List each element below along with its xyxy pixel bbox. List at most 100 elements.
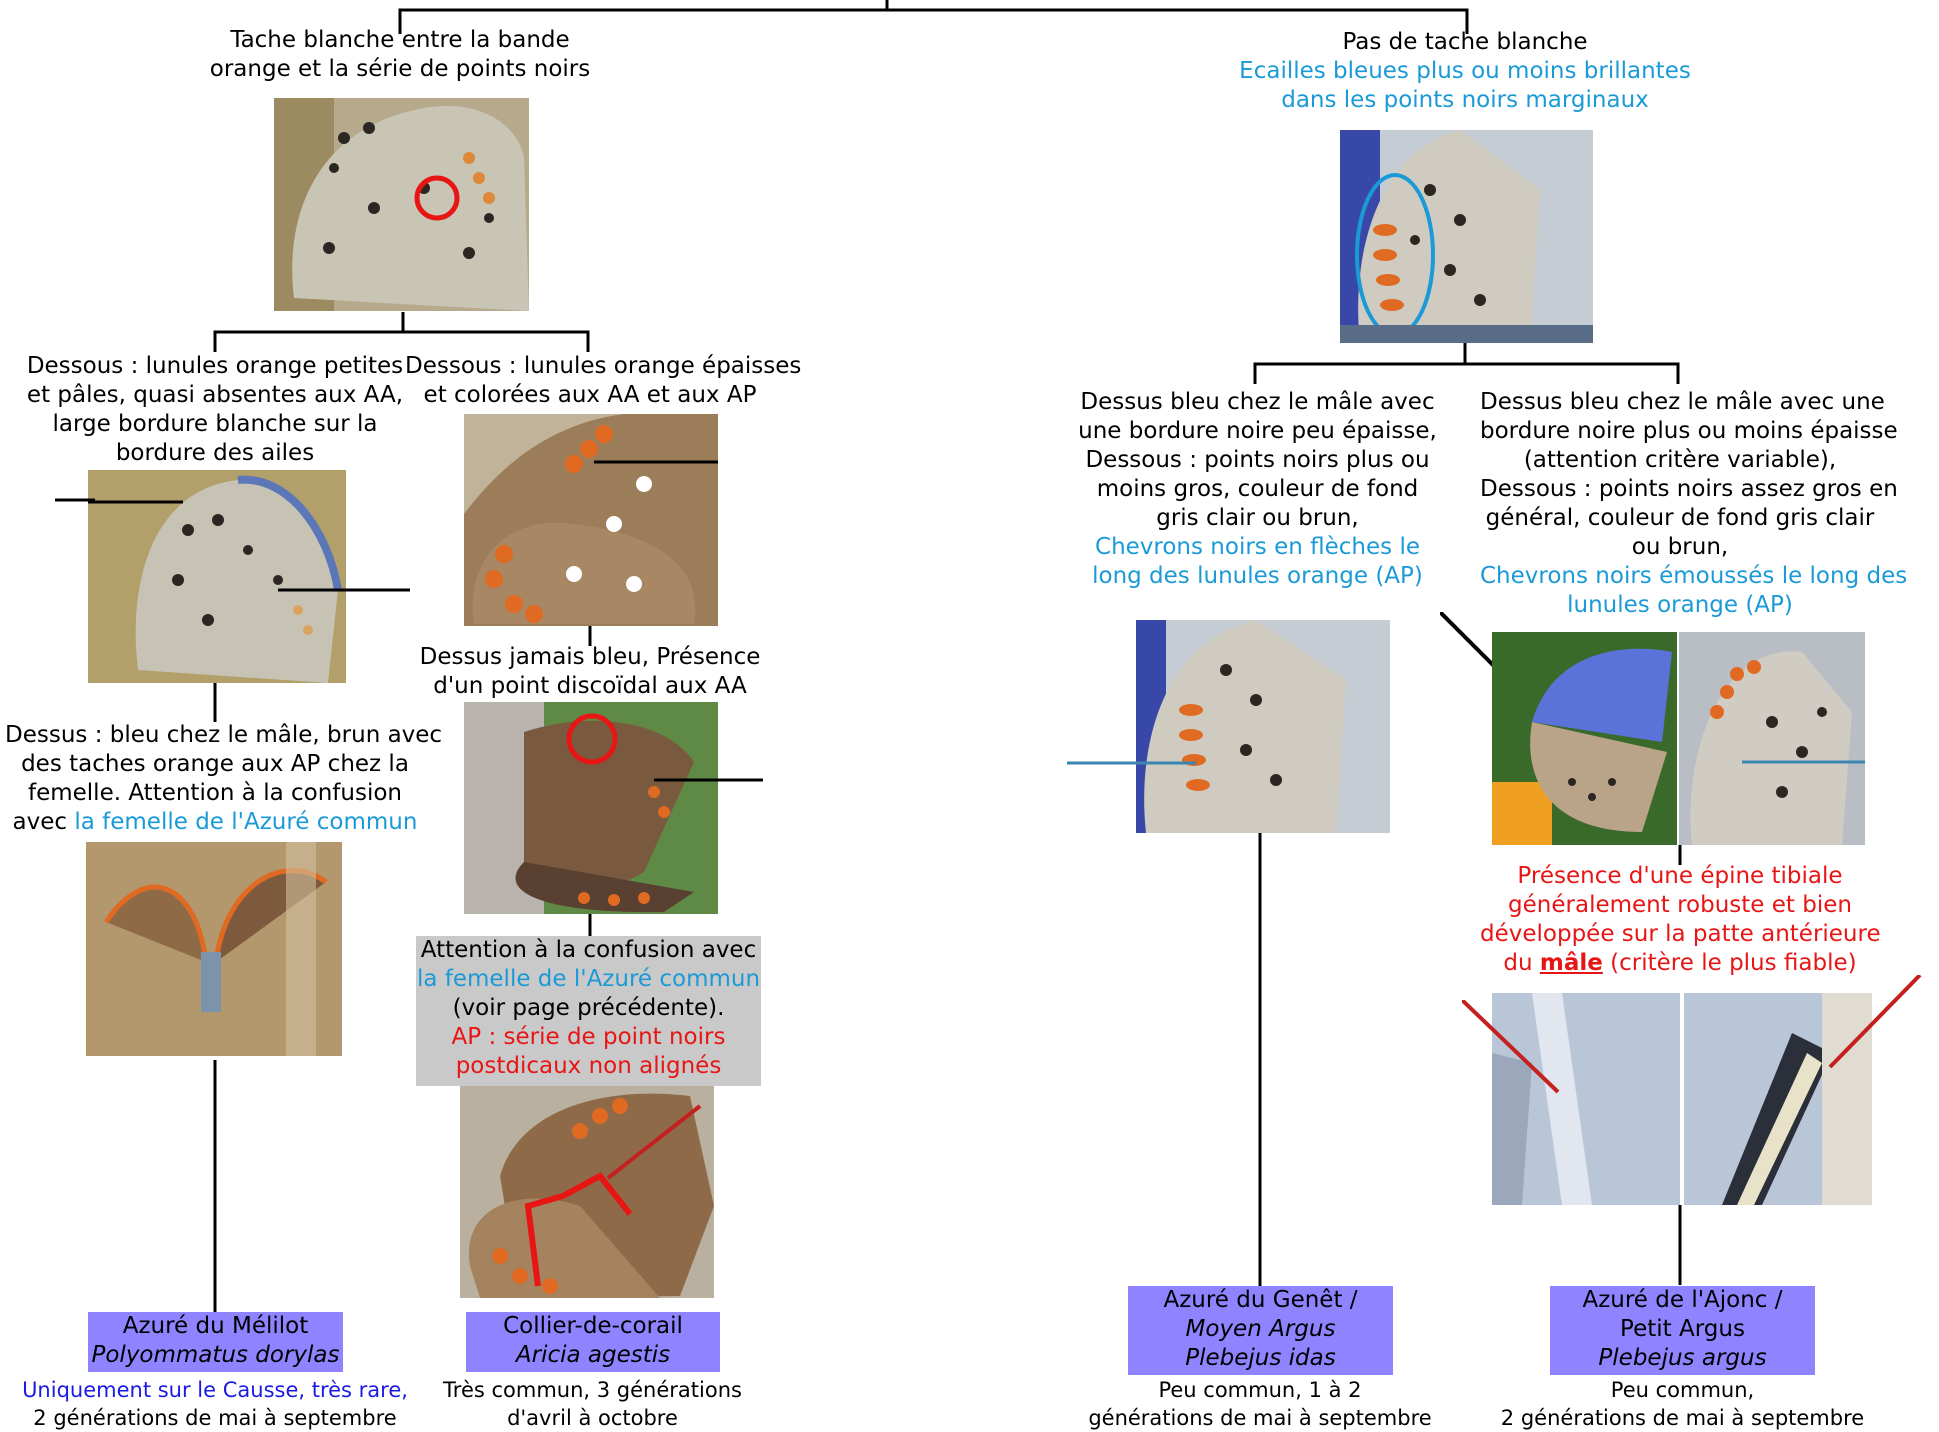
idas-arrow xyxy=(1067,761,1137,765)
agestis-common-name: Collier-de-corail xyxy=(503,1313,683,1339)
agestis-warning-box: Attention à la confusion avec la femelle… xyxy=(416,936,761,1086)
blue-scales-photo xyxy=(1340,130,1593,343)
warning-red-line-1: AP : série de point noirs xyxy=(451,1024,726,1050)
agestis-underside-text: Dessous : lunules orange épaisses et col… xyxy=(405,352,802,410)
agestis-upperside-text: Dessus jamais bleu, Présence d'un point … xyxy=(405,643,775,701)
melilot-note-line-2: 2 générations de mai à septembre xyxy=(33,1406,397,1430)
left-title-line-1: Tache blanche entre la bande xyxy=(230,27,570,53)
melilot-underside-line-3: large bordure blanche sur la xyxy=(52,411,378,437)
idas-text-line-5: gris clair ou brun, xyxy=(1156,505,1359,531)
argus-text-blue-line-1: Chevrons noirs émoussés le long des xyxy=(1480,563,1908,589)
melilot-note-line-1: Uniquement sur le Causse, très rare, xyxy=(22,1378,408,1402)
melilot-common-name: Azuré du Mélilot xyxy=(122,1313,309,1339)
argus-text-blue-line-2: lunules orange (AP) xyxy=(1567,592,1793,618)
tibial-line-1: Présence d'une épine tibiale xyxy=(1517,863,1843,889)
argus-common-name: Azuré de l'Ajonc / xyxy=(1582,1287,1783,1313)
idas-text-line-3: Dessous : points noirs plus ou xyxy=(1085,447,1430,473)
idas-text-line-2: une bordure noire peu épaisse, xyxy=(1078,418,1437,444)
idas-text-line-4: moins gros, couleur de fond xyxy=(1096,476,1419,502)
idas-text-blue-line-2: long des lunules orange (AP) xyxy=(1092,563,1423,589)
argus-text-line-5: général, couleur de fond gris clair xyxy=(1485,505,1875,531)
root-connector xyxy=(398,8,1469,34)
butterfly-melilot-underside-image xyxy=(88,470,346,683)
argus-text-line-2: bordure noire plus ou moins épaisse xyxy=(1480,418,1898,444)
argus-note-line-1: Peu commun, xyxy=(1610,1378,1755,1402)
argus-photo-pair xyxy=(1492,632,1865,845)
postdiscal-line xyxy=(524,1172,633,1287)
argus-note: Peu commun, 2 générations de mai à septe… xyxy=(1500,1376,1865,1432)
melilot-upperside-line-1: Dessus : bleu chez le mâle, brun avec xyxy=(5,722,443,748)
melilot-upperside-line-4: avec xyxy=(12,809,75,835)
agestis-name-box: Collier-de-corail Aricia agestis xyxy=(466,1312,720,1372)
argus-note-line-2: 2 générations de mai à septembre xyxy=(1500,1406,1865,1430)
butterfly-white-spot-image xyxy=(274,98,529,311)
idas-note-line-1: Peu commun, 1 à 2 xyxy=(1158,1378,1362,1402)
argus-text-line-6: ou brun, xyxy=(1631,534,1729,560)
butterfly-blue-scales-image xyxy=(1340,130,1593,343)
butterfly-idas-underside-image xyxy=(1136,620,1390,833)
right-branch-title: Pas de tache blanche Ecailles bleues plu… xyxy=(1220,28,1710,115)
melilot-name-box: Azuré du Mélilot Polyommatus dorylas xyxy=(88,1312,343,1372)
warning-line-1: Attention à la confusion avec xyxy=(420,937,757,963)
butterfly-melilot-upperside-image xyxy=(86,842,342,1056)
idas-name-box: Azuré du Genêt / Moyen Argus Plebejus id… xyxy=(1128,1286,1393,1375)
white-spot-photo xyxy=(274,98,529,311)
melilot-scientific-name: Polyommatus dorylas xyxy=(91,1342,340,1368)
right-title-blue-line-2: dans les points noirs marginaux xyxy=(1281,87,1649,113)
agestis-arrow xyxy=(718,778,763,782)
argus-scientific-name: Plebejus argus xyxy=(1598,1345,1767,1371)
left-split-connector xyxy=(213,312,590,352)
tibial-male-word: mâle xyxy=(1539,950,1603,976)
left-branch-title: Tache blanche entre la bande orange et l… xyxy=(200,26,600,84)
butterfly-agestis-upperside-image xyxy=(464,702,718,914)
argus-text-line-1: Dessus bleu chez le mâle avec une xyxy=(1480,389,1885,415)
melilot-underside-text: Dessous : lunules orange petites et pâle… xyxy=(20,352,410,468)
tibial-line-4-post: (critère le plus fiable) xyxy=(1602,950,1857,976)
idas-underside-photo xyxy=(1136,620,1390,833)
argus-common-name-2: Petit Argus xyxy=(1620,1316,1745,1342)
melilot-upperside-text: Dessus : bleu chez le mâle, brun avec de… xyxy=(5,721,443,837)
melilot-upperside-line-3: femelle. Attention à la confusion xyxy=(27,780,402,806)
idas-common-name-2: Moyen Argus xyxy=(1185,1316,1336,1342)
melilot-underside-line-1: Dessous : lunules orange petites xyxy=(26,353,404,379)
left-title-line-2: orange et la série de points noirs xyxy=(209,56,591,82)
melilot-upperside-photo xyxy=(86,842,342,1056)
idas-description: Dessus bleu chez le mâle avec une bordur… xyxy=(1070,388,1445,591)
tibial-spine-photo-pair xyxy=(1492,993,1872,1205)
melilot-underside-photo xyxy=(88,470,346,683)
agestis-underside-line-1: Dessous : lunules orange épaisses xyxy=(405,353,802,379)
agestis-upperside-line-2: d'un point discoïdal aux AA xyxy=(433,673,747,699)
agestis-upperside-photo xyxy=(464,702,718,914)
agestis-scientific-name: Aricia agestis xyxy=(515,1342,671,1368)
agestis-note-line-2: d'avril à octobre xyxy=(507,1406,678,1430)
tibial-line-4-pre: du xyxy=(1503,950,1540,976)
agestis-underside-photo xyxy=(464,414,718,626)
melilot-arrow-right xyxy=(340,588,410,592)
argus-tibial-text: Présence d'une épine tibiale généralemen… xyxy=(1480,862,1881,978)
warning-link-text: la femelle de l'Azuré commun xyxy=(416,966,761,992)
idas-common-name: Azuré du Genêt / xyxy=(1163,1287,1358,1313)
butterfly-agestis-postdiscal-image xyxy=(460,1086,714,1298)
argus-text-line-3: (attention critère variable), xyxy=(1523,447,1837,473)
argus-text-line-4: Dessous : points noirs assez gros en xyxy=(1480,476,1898,502)
tibial-line-3: développée sur la patte antérieure xyxy=(1480,921,1881,947)
highlight-circle xyxy=(414,175,460,221)
warning-line-3: (voir page précédente). xyxy=(452,995,725,1021)
melilot-note: Uniquement sur le Causse, très rare, 2 g… xyxy=(15,1376,415,1432)
melilot-underside-line-4: bordure des ailes xyxy=(115,440,315,466)
tibial-line-2: généralement robuste et bien xyxy=(1508,892,1852,918)
butterfly-agestis-underside-image xyxy=(464,414,718,626)
right-title-blue-line-1: Ecailles bleues plus ou moins brillantes xyxy=(1239,58,1691,84)
idas-text-line-1: Dessus bleu chez le mâle avec xyxy=(1080,389,1435,415)
agestis-upperside-line-1: Dessus jamais bleu, Présence xyxy=(419,644,761,670)
right-title-line-1: Pas de tache blanche xyxy=(1342,29,1588,55)
argus-name-box: Azuré de l'Ajonc / Petit Argus Plebejus … xyxy=(1550,1286,1815,1375)
argus-description: Dessus bleu chez le mâle avec une bordur… xyxy=(1480,388,1908,620)
melilot-underside-line-2: et pâles, quasi absentes aux AA, xyxy=(26,382,404,408)
agestis-postdiscal-photo xyxy=(460,1086,714,1298)
melilot-upperside-line-2: des taches orange aux AP chez la xyxy=(21,751,409,777)
right-split-connector xyxy=(1253,343,1680,384)
idas-scientific-name: Plebejus idas xyxy=(1185,1345,1336,1371)
agestis-underside-line-2: et colorées aux AA et aux AP xyxy=(423,382,757,408)
